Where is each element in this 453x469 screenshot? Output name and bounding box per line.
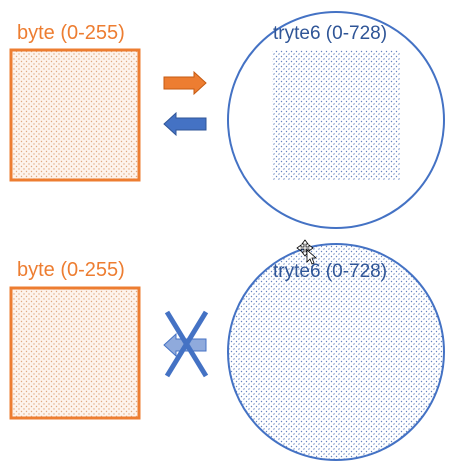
bottom-tryte-label: tryte6 (0-728) (273, 261, 387, 282)
top-byte-label: byte (0-255) (17, 22, 125, 44)
top-tryte-inner-square (272, 50, 400, 180)
bottom-tryte-circle (227, 243, 445, 461)
bottom-panel: byte (0-255) tryte6 (0-728) (9, 239, 445, 461)
blue-left-arrow-icon (163, 111, 207, 137)
blue-x-cross-icon (164, 310, 209, 378)
orange-right-arrow-icon (163, 70, 207, 96)
top-tryte-label: tryte6 (0-728) (273, 23, 387, 44)
top-panel: byte (0-255) tryte6 (0-728) (9, 11, 445, 229)
move-cursor-icon (296, 239, 318, 265)
top-byte-square (9, 48, 141, 182)
bottom-byte-square (9, 286, 141, 420)
bottom-byte-label: byte (0-255) (17, 259, 125, 281)
